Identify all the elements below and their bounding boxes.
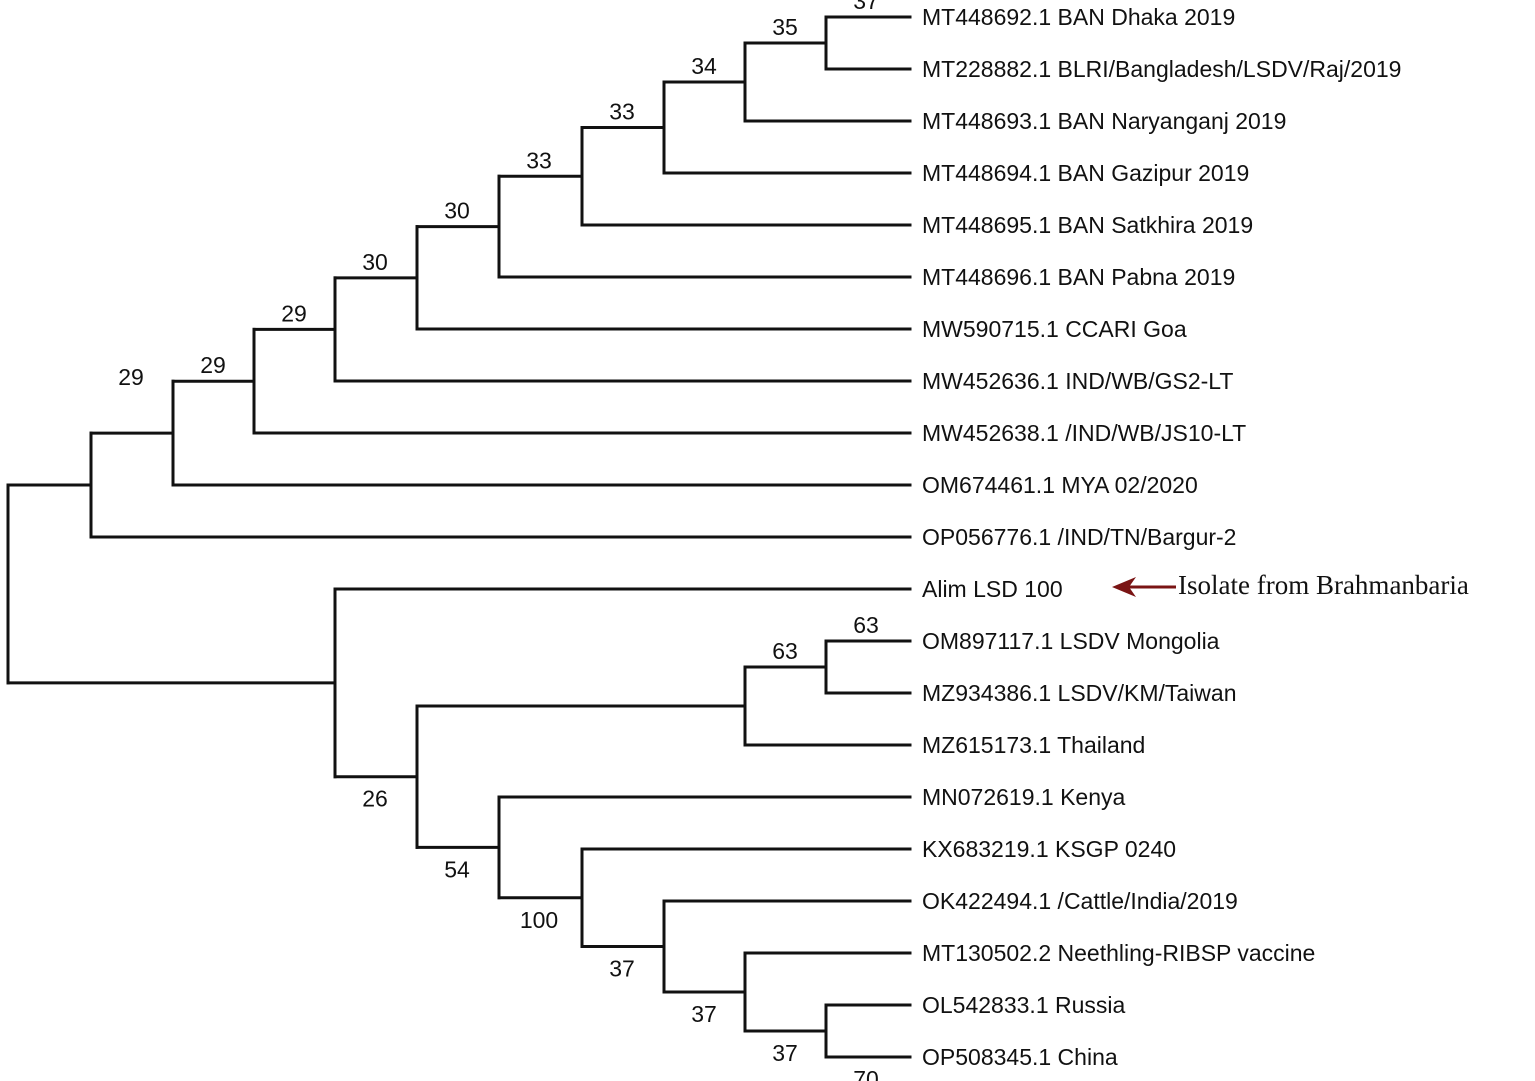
bootstrap-value: 37 — [609, 956, 635, 982]
bootstrap-value: 26 — [362, 786, 388, 812]
bootstrap-value: 34 — [691, 53, 717, 79]
bootstrap-value: 63 — [853, 612, 879, 638]
bootstrap-value: 29 — [200, 352, 226, 378]
bootstrap-value: 30 — [444, 198, 470, 224]
bootstrap-value: 37 — [691, 1001, 717, 1027]
taxon-label: OP056776.1 /IND/TN/Bargur-2 — [922, 524, 1236, 550]
bootstrap-value: 37 — [772, 1040, 798, 1066]
taxon-label: MT130502.2 Neethling-RIBSP vaccine — [922, 940, 1315, 966]
taxon-label: Alim LSD 100 — [922, 576, 1063, 602]
taxon-label: OK422494.1 /Cattle/India/2019 — [922, 888, 1238, 914]
taxon-label: MT448693.1 BAN Naryanganj 2019 — [922, 108, 1286, 134]
bootstrap-value: 100 — [520, 907, 558, 933]
taxon-label: MN072619.1 Kenya — [922, 784, 1126, 810]
taxon-label: MT448692.1 BAN Dhaka 2019 — [922, 4, 1235, 30]
taxon-label: MZ934386.1 LSDV/KM/Taiwan — [922, 680, 1237, 706]
isolate-annotation: Isolate from Brahmanbaria — [1178, 570, 1469, 600]
taxon-label: OP508345.1 China — [922, 1044, 1118, 1070]
taxon-label: OL542833.1 Russia — [922, 992, 1126, 1018]
taxon-label: MW452638.1 /IND/WB/JS10-LT — [922, 420, 1246, 446]
taxon-label: MT448695.1 BAN Satkhira 2019 — [922, 212, 1253, 238]
bootstrap-value: 70 — [853, 1066, 879, 1081]
bootstrap-value: 54 — [444, 856, 470, 882]
taxon-label: MT448694.1 BAN Gazipur 2019 — [922, 160, 1249, 186]
bootstrap-values: 37 35 34 33 33 30 30 29 29 63 63 70 37 37 37 100 54 26 29 — [118, 0, 879, 1081]
taxon-label: MT448696.1 BAN Pabna 2019 — [922, 264, 1235, 290]
highlight-annotation: Isolate from Brahmanbaria — [1112, 570, 1469, 600]
taxon-label: MW590715.1 CCARI Goa — [922, 316, 1187, 342]
taxon-label: MT228882.1 BLRI/Bangladesh/LSDV/Raj/2019 — [922, 56, 1401, 82]
bootstrap-value: 30 — [362, 249, 388, 275]
bootstrap-value: 33 — [609, 99, 635, 125]
taxon-label: OM674461.1 MYA 02/2020 — [922, 472, 1198, 498]
bootstrap-value: 29 — [118, 364, 144, 390]
taxon-label: OM897117.1 LSDV Mongolia — [922, 628, 1220, 654]
bootstrap-value: 29 — [281, 300, 307, 326]
bootstrap-value: 33 — [526, 147, 552, 173]
taxon-label: MW452636.1 IND/WB/GS2-LT — [922, 368, 1233, 394]
taxon-label: MZ615173.1 Thailand — [922, 732, 1145, 758]
bootstrap-value: 35 — [772, 14, 798, 40]
bootstrap-value: 63 — [772, 638, 798, 664]
bootstrap-value: 37 — [853, 0, 879, 14]
tree-branches — [6, 15, 912, 1059]
taxon-label: KX683219.1 KSGP 0240 — [922, 836, 1176, 862]
